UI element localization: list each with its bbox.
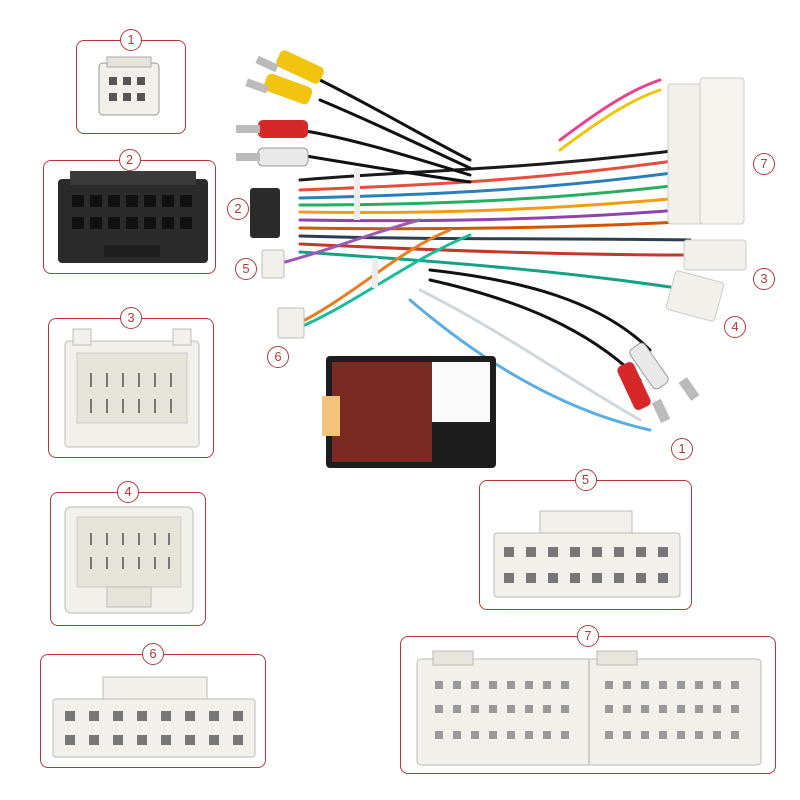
connector-7-image bbox=[416, 650, 762, 766]
connector-4-panel: 4 bbox=[50, 481, 206, 626]
harness-badge-6: 6 bbox=[267, 346, 289, 368]
connector-1-image bbox=[98, 56, 160, 116]
connector-2-panel: 2 bbox=[43, 149, 216, 274]
connector-1-panel: 1 bbox=[76, 29, 186, 134]
harness-badge-3: 3 bbox=[753, 268, 775, 290]
connector-2-badge: 2 bbox=[118, 149, 141, 171]
connector-6-panel: 6 bbox=[40, 643, 266, 768]
connector-5-panel: 5 bbox=[479, 469, 692, 610]
connector-6-image bbox=[52, 676, 256, 758]
connector-5-image bbox=[493, 510, 681, 598]
harness-badge-1: 1 bbox=[671, 438, 693, 460]
harness-badge-5: 5 bbox=[235, 258, 257, 280]
connector-2-image bbox=[58, 171, 208, 263]
connector-7-panel: 7 bbox=[400, 625, 776, 774]
connector-4-badge: 4 bbox=[117, 481, 139, 503]
connector-3-panel: 3 bbox=[48, 307, 214, 458]
connector-3-badge: 3 bbox=[120, 307, 142, 329]
connector-1-badge: 1 bbox=[120, 29, 142, 51]
harness-badge-2: 2 bbox=[227, 198, 249, 220]
connector-5-badge: 5 bbox=[574, 469, 597, 491]
harness-badge-7: 7 bbox=[753, 153, 775, 175]
connector-4-image bbox=[64, 506, 194, 614]
connector-7-badge: 7 bbox=[577, 625, 599, 647]
harness-badge-4: 4 bbox=[724, 316, 746, 338]
connector-6-badge: 6 bbox=[142, 643, 164, 665]
connector-3-image bbox=[64, 328, 200, 448]
